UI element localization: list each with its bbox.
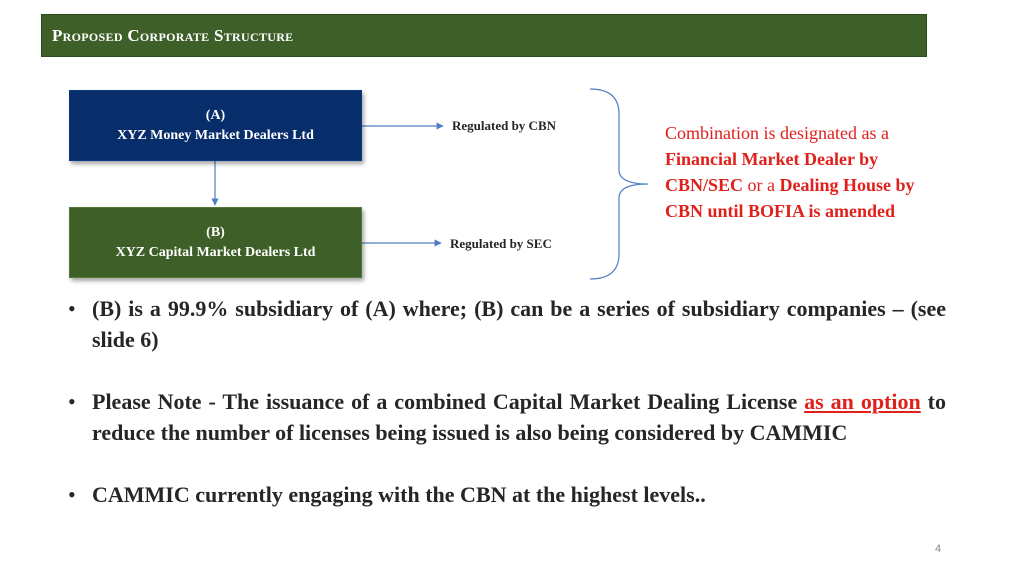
combination-note-dealing-house: Dealing House by CBN until BOFIA is amen… — [665, 175, 915, 221]
bullet-text-subsidiary: (B) is a 99.9% subsidiary of (A) where; … — [92, 296, 946, 352]
combination-note-intro: Combination is designated as a — [665, 123, 889, 143]
entity-a-tag: (A) — [205, 107, 226, 123]
regulated-by-cbn-label: Regulated by CBN — [452, 118, 557, 133]
as-an-option-link[interactable]: as an option — [804, 389, 921, 414]
combination-note-or: or a — [743, 175, 780, 195]
page-number: 4 — [935, 543, 942, 555]
regulated-by-sec-label: Regulated by SEC — [450, 236, 552, 251]
bullet-item-license-note: • Please Note - The issuance of a combin… — [68, 386, 946, 448]
slide-title-bar: Proposed Corporate Structure — [41, 14, 927, 57]
bullet-text-license-after: to reduce the number of licenses being i… — [92, 389, 946, 445]
entity-b-tag: (B) — [206, 224, 225, 240]
bullet-text-cammic: CAMMIC currently engaging with the CBN a… — [92, 482, 706, 507]
bullet-text-license-before: Please Note - The issuance of a combined… — [92, 389, 805, 414]
slide-title: Proposed Corporate Structure — [52, 25, 294, 45]
bullet-dot: • — [68, 482, 76, 507]
combination-note: Combination is designated as a Financial… — [665, 120, 945, 224]
entity-box-a: (A) XYZ Money Market Dealers Ltd — [69, 90, 362, 161]
entity-b-name: XYZ Capital Market Dealers Ltd — [115, 244, 316, 260]
bullet-list: • (B) is a 99.9% subsidiary of (A) where… — [68, 293, 946, 510]
grouping-brace — [589, 88, 649, 280]
bullet-dot: • — [68, 296, 76, 321]
bullet-item-cammic: • CAMMIC currently engaging with the CBN… — [68, 479, 946, 510]
entity-a-name: XYZ Money Market Dealers Ltd — [117, 127, 314, 143]
combination-note-fmd: Financial Market Dealer by CBN/SEC — [665, 149, 879, 195]
entity-box-b: (B) XYZ Capital Market Dealers Ltd — [69, 207, 362, 278]
bullet-dot: • — [68, 389, 76, 414]
bullet-item-subsidiary: • (B) is a 99.9% subsidiary of (A) where… — [68, 293, 946, 355]
